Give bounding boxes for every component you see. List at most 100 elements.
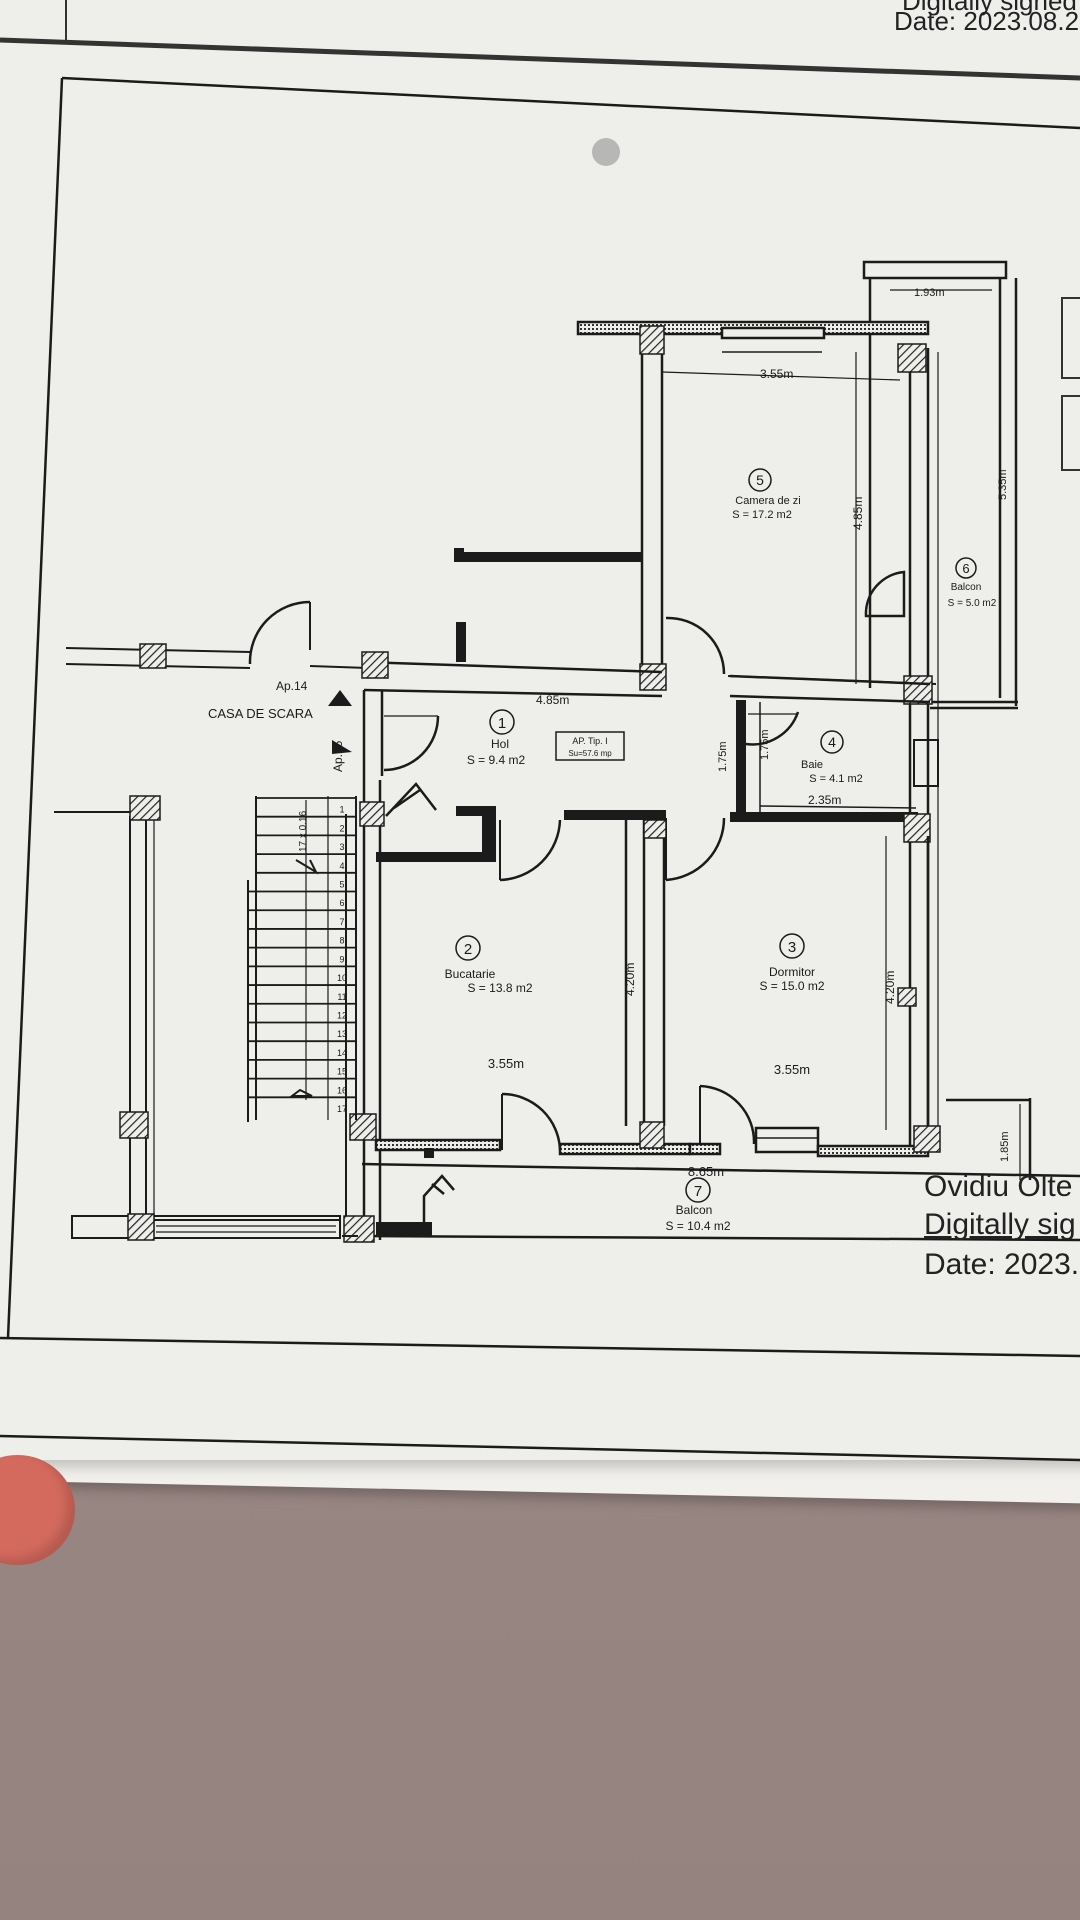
room-6-area: S = 5.0 m2 <box>948 598 997 609</box>
hall-depth-label-a: 1.75m <box>717 741 729 772</box>
kitchen-wall <box>564 810 666 820</box>
stair-step-number: 11 <box>337 992 346 1002</box>
balcony-top-width-label: 1.93m <box>914 287 945 299</box>
stair-label: CASA DE SCARA <box>208 706 313 721</box>
balcony-wall <box>376 1222 432 1236</box>
stairwell <box>54 811 358 1239</box>
room-6-name: Balcon <box>951 582 982 593</box>
apartment-tag-line2: Su=57.6 mp <box>568 749 612 758</box>
kitchen-wall <box>482 806 496 862</box>
room-3-number: 3 <box>788 939 796 956</box>
apartment-tag-line1: AP. Tip. I <box>572 736 607 746</box>
column-hatch <box>643 819 667 839</box>
bath-wall <box>730 812 918 822</box>
stair-step-number: 10 <box>337 973 347 983</box>
hall-width-label: 4.85m <box>536 693 569 707</box>
room-2-marker <box>455 935 481 961</box>
balcony-bottom-depth-label: 1.85m <box>999 1131 1011 1162</box>
stair-step-number: 7 <box>339 917 344 927</box>
balcony-6 <box>862 260 1018 710</box>
direction-arrow <box>332 740 352 754</box>
column-hatch <box>897 987 917 1007</box>
kitchen-wall <box>376 852 492 862</box>
stair-step-number: 1 <box>339 805 344 815</box>
edge-marks <box>1061 297 1080 471</box>
room-4-number: 4 <box>828 734 836 750</box>
stair-first-flight-mark: 17 x 0.16 <box>298 810 309 852</box>
column-hatch <box>359 801 385 827</box>
column-hatch <box>903 813 931 843</box>
kitchen-width-label: 3.55m <box>488 1056 524 1071</box>
stair-step-number: 16 <box>337 1085 347 1095</box>
room-5-number: 5 <box>756 472 764 488</box>
bath-wall <box>736 700 746 818</box>
room-5-area: S = 17.2 m2 <box>732 509 792 521</box>
bath-width-label: 2.35m <box>808 793 841 807</box>
room-6-number: 6 <box>962 561 969 576</box>
room-1-marker <box>489 709 515 735</box>
room-2-3-walls <box>624 820 930 1150</box>
corridor <box>65 600 369 669</box>
partition-wall <box>456 622 466 662</box>
room-3-area: S = 15.0 m2 <box>759 979 824 993</box>
stair-apartment-left: Ap.14 <box>276 679 308 693</box>
living-width-label: 3.55m <box>760 367 793 381</box>
stair-step-number: 6 <box>339 898 344 908</box>
signature-bottom-line3: Date: 2023. <box>924 1248 1080 1281</box>
ink-smudge <box>592 138 620 166</box>
column-hatch <box>361 651 389 679</box>
stair-step-number: 15 <box>337 1067 347 1077</box>
column-hatch <box>903 675 933 705</box>
stair-step-number: 14 <box>337 1048 347 1058</box>
room-3-name: Dormitor <box>769 965 815 979</box>
direction-arrow <box>328 690 352 706</box>
column-hatch <box>639 325 665 355</box>
bottom-wall <box>374 1084 930 1158</box>
stair-step-number: 13 <box>337 1029 347 1039</box>
stair-step-number: 12 <box>337 1010 347 1020</box>
stair-step-number: 5 <box>339 880 344 890</box>
room-4-name: Baie <box>801 759 823 771</box>
bedroom-width-label: 3.55m <box>774 1062 810 1077</box>
door-arc <box>864 570 906 618</box>
room-1-area: S = 9.4 m2 <box>467 753 526 767</box>
signature-top-line2: Date: 2023.08.2 <box>894 6 1080 36</box>
column-hatch <box>139 643 167 669</box>
bedroom-depth-label: 4.20m <box>883 971 897 1004</box>
room-7-marker <box>685 1177 711 1203</box>
chimney <box>385 782 437 817</box>
room-3-marker <box>779 933 805 959</box>
signature-bottom-name: Ovidiu Olte <box>924 1170 1073 1203</box>
column-hatch <box>127 1213 155 1241</box>
stair-step-number: 17 <box>337 1104 347 1114</box>
apartment-tag-box <box>555 731 625 761</box>
room-7-name: Balcon <box>676 1203 713 1217</box>
column-hatch <box>343 1215 375 1243</box>
room-7-area: S = 10.4 m2 <box>665 1219 730 1233</box>
column-hatch <box>639 663 667 691</box>
partition-wall <box>454 548 464 562</box>
room-1-number: 1 <box>498 715 506 732</box>
balcony-depth-label: 5.35m <box>997 469 1009 500</box>
room-4-marker <box>820 730 844 754</box>
stair-step-number: 9 <box>339 954 344 964</box>
small-post <box>424 1148 434 1158</box>
stair-step-number: 2 <box>339 823 344 833</box>
signature-bottom-line2: Digitally sig <box>924 1208 1076 1241</box>
partition-wall <box>454 552 642 562</box>
hall-depth-label-b: 1.75m <box>759 729 771 760</box>
column-hatch <box>913 1125 941 1153</box>
stair-step-number: 4 <box>339 861 344 871</box>
room-4-area: S = 4.1 m2 <box>809 773 863 785</box>
living-depth-label: 4.85m <box>851 497 865 530</box>
room-2-name: Bucatarie <box>445 967 496 981</box>
signature-top-line1: Digitally signed <box>902 0 1077 16</box>
column-hatch <box>897 343 927 373</box>
room-1-name: Hol <box>491 737 509 751</box>
kitchen-wall <box>456 806 496 816</box>
room-5-marker <box>748 468 772 492</box>
room-5-name: Camera de zi <box>735 495 800 507</box>
room-6-marker <box>955 557 977 579</box>
room-2-number: 2 <box>464 941 472 958</box>
